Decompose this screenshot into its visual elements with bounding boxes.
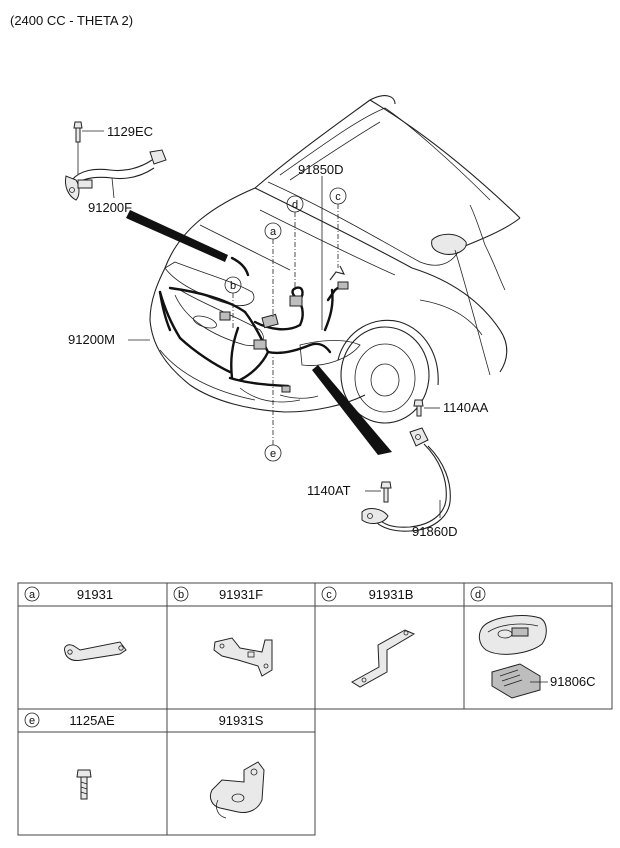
svg-text:d: d [292,199,298,211]
marker-c: c [329,187,347,281]
car-body [149,95,521,424]
marker-e: e [264,356,282,462]
label-91200m: 91200M [68,332,115,347]
svg-text:a: a [29,589,36,601]
svg-text:c: c [326,589,332,601]
table-cell-a: a 91931 [24,586,127,661]
svg-text:91931B: 91931B [369,587,414,602]
svg-text:91931: 91931 [77,587,113,602]
svg-text:e: e [29,715,35,727]
svg-text:c: c [335,191,341,203]
parts-table [17,582,613,836]
wiring-harness [126,210,392,455]
svg-text:e: e [270,448,276,460]
svg-text:b: b [178,589,184,601]
marker-d: d [286,195,304,290]
svg-text:91806C: 91806C [550,674,596,689]
label-91200f: 91200F [88,200,132,215]
svg-text:a: a [270,226,277,238]
marker-a: a [264,222,282,318]
marker-b: b [224,276,242,328]
label-1129ec: 1129EC [107,124,153,139]
svg-text:91931S: 91931S [219,713,264,728]
svg-text:91931F: 91931F [219,587,263,602]
table-cell-bracket-s: 91931S [209,713,265,819]
table-cell-e: e 1125AE [24,712,115,800]
label-91850d: 91850D [298,162,344,177]
diagram-title: (2400 CC - THETA 2) [10,13,133,28]
label-1140at: 1140AT [307,483,351,498]
svg-text:1125AE: 1125AE [69,713,115,728]
svg-text:d: d [475,589,481,601]
svg-text:b: b [230,280,236,292]
table-cell-c: c 91931B [321,586,416,688]
label-1140aa: 1140AA [443,400,489,415]
label-91860d: 91860D [412,524,458,539]
ground-cable-assembly [361,399,451,532]
battery-harness-assembly [65,121,167,201]
table-cell-b: b 91931F [173,586,273,677]
table-cell-d: d 91806C [470,586,596,699]
